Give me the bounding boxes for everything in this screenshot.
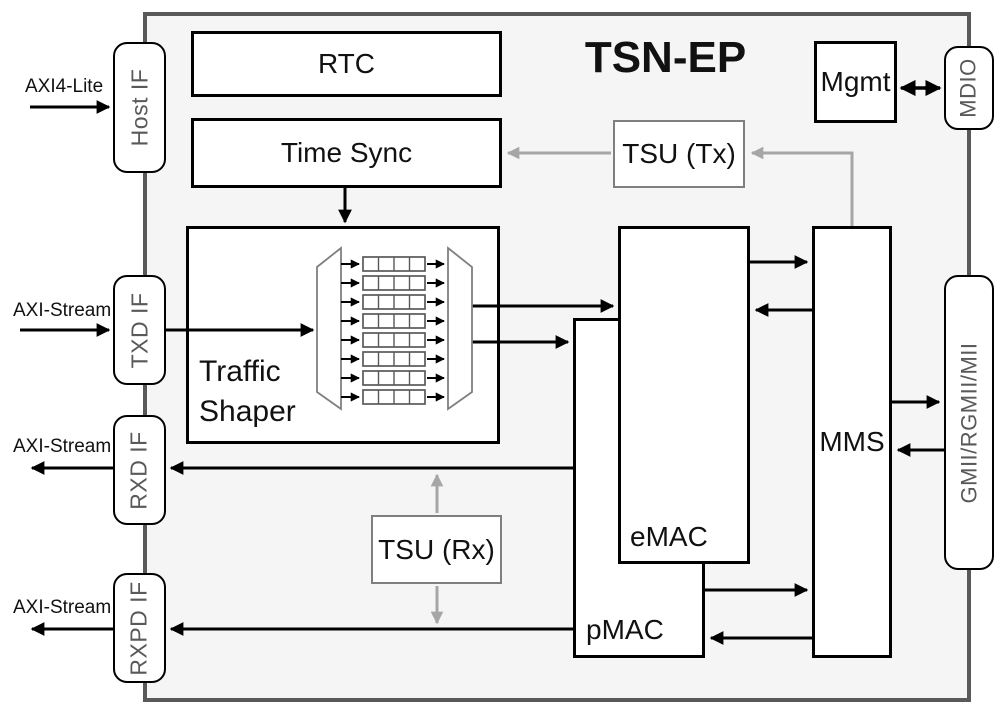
axi-stream-txd-label: AXI-Stream — [13, 300, 112, 321]
mgmt-block: Mgmt — [814, 41, 897, 123]
rxd-if-label: RXD IF — [126, 430, 153, 510]
traffic-shaper-label: Traffic Shaper — [199, 355, 296, 428]
time-sync-block: Time Sync — [191, 118, 502, 188]
gmii-port: GMII/RGMII/MII — [944, 275, 994, 570]
rtc-label: RTC — [317, 48, 376, 79]
pmac-label: pMAC — [586, 614, 664, 645]
host-if-port: Host IF — [113, 42, 166, 173]
gmii-label: GMII/RGMII/MII — [956, 342, 981, 503]
axi-stream-rxd-label: AXI-Stream — [13, 436, 112, 457]
tsu-rx-label: TSU (Rx) — [378, 533, 495, 565]
host-if-label: Host IF — [126, 68, 152, 147]
emac-label: eMAC — [630, 521, 708, 552]
mdio-label: MDIO — [956, 58, 982, 118]
diagram-title: TSN-EP — [584, 33, 747, 82]
txd-if-label: TXD IF — [126, 292, 152, 368]
rtc-block: RTC — [191, 31, 502, 97]
emac-block — [618, 226, 750, 564]
tsu-tx-block: TSU (Tx) — [613, 120, 745, 188]
mgmt-label: Mgmt — [820, 66, 891, 97]
rxpd-if-label: RXPD IF — [126, 580, 153, 676]
rxd-if-port: RXD IF — [113, 415, 166, 525]
axi-stream-rxpd-label: AXI-Stream — [13, 597, 112, 618]
mms-block: MMS — [812, 226, 892, 658]
tsu-rx-block: TSU (Rx) — [371, 515, 502, 584]
time-sync-label: Time Sync — [280, 137, 413, 168]
mdio-port: MDIO — [944, 46, 994, 130]
mms-label: MMS — [819, 426, 885, 457]
axi4-lite-label: AXI4-Lite — [25, 76, 104, 97]
rxpd-if-port: RXPD IF — [113, 573, 166, 683]
txd-if-port: TXD IF — [113, 275, 166, 385]
tsu-tx-label: TSU (Tx) — [622, 138, 736, 169]
